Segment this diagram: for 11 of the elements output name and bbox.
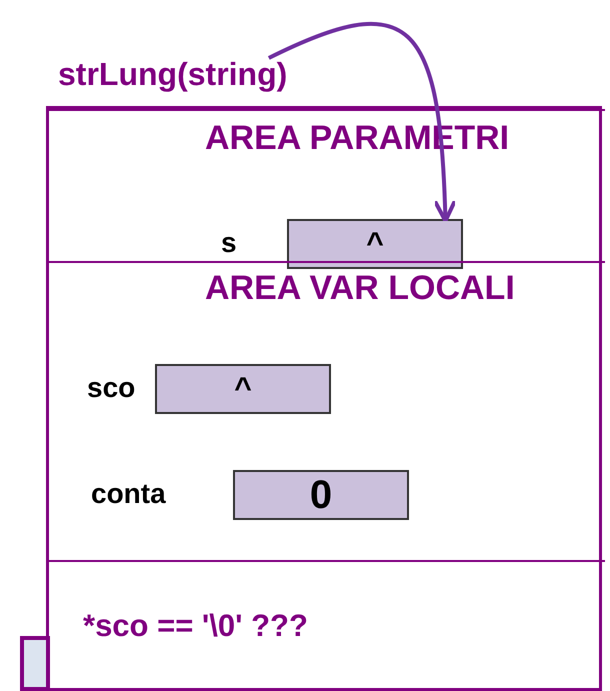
function-signature: strLung(string) (58, 56, 368, 100)
condition-text: *sco == '\0' ??? (83, 608, 308, 644)
section-heading: AREA VAR LOCALI (205, 269, 515, 308)
stack-frame (46, 106, 602, 691)
variable-cell: 0 (233, 470, 409, 520)
variable-name: sco (87, 372, 136, 404)
variable-name: s (221, 227, 237, 259)
stack-block (20, 636, 50, 691)
variable-cell: ^ (287, 219, 463, 269)
variable-cell: ^ (155, 364, 331, 414)
variable-name: conta (91, 478, 166, 510)
